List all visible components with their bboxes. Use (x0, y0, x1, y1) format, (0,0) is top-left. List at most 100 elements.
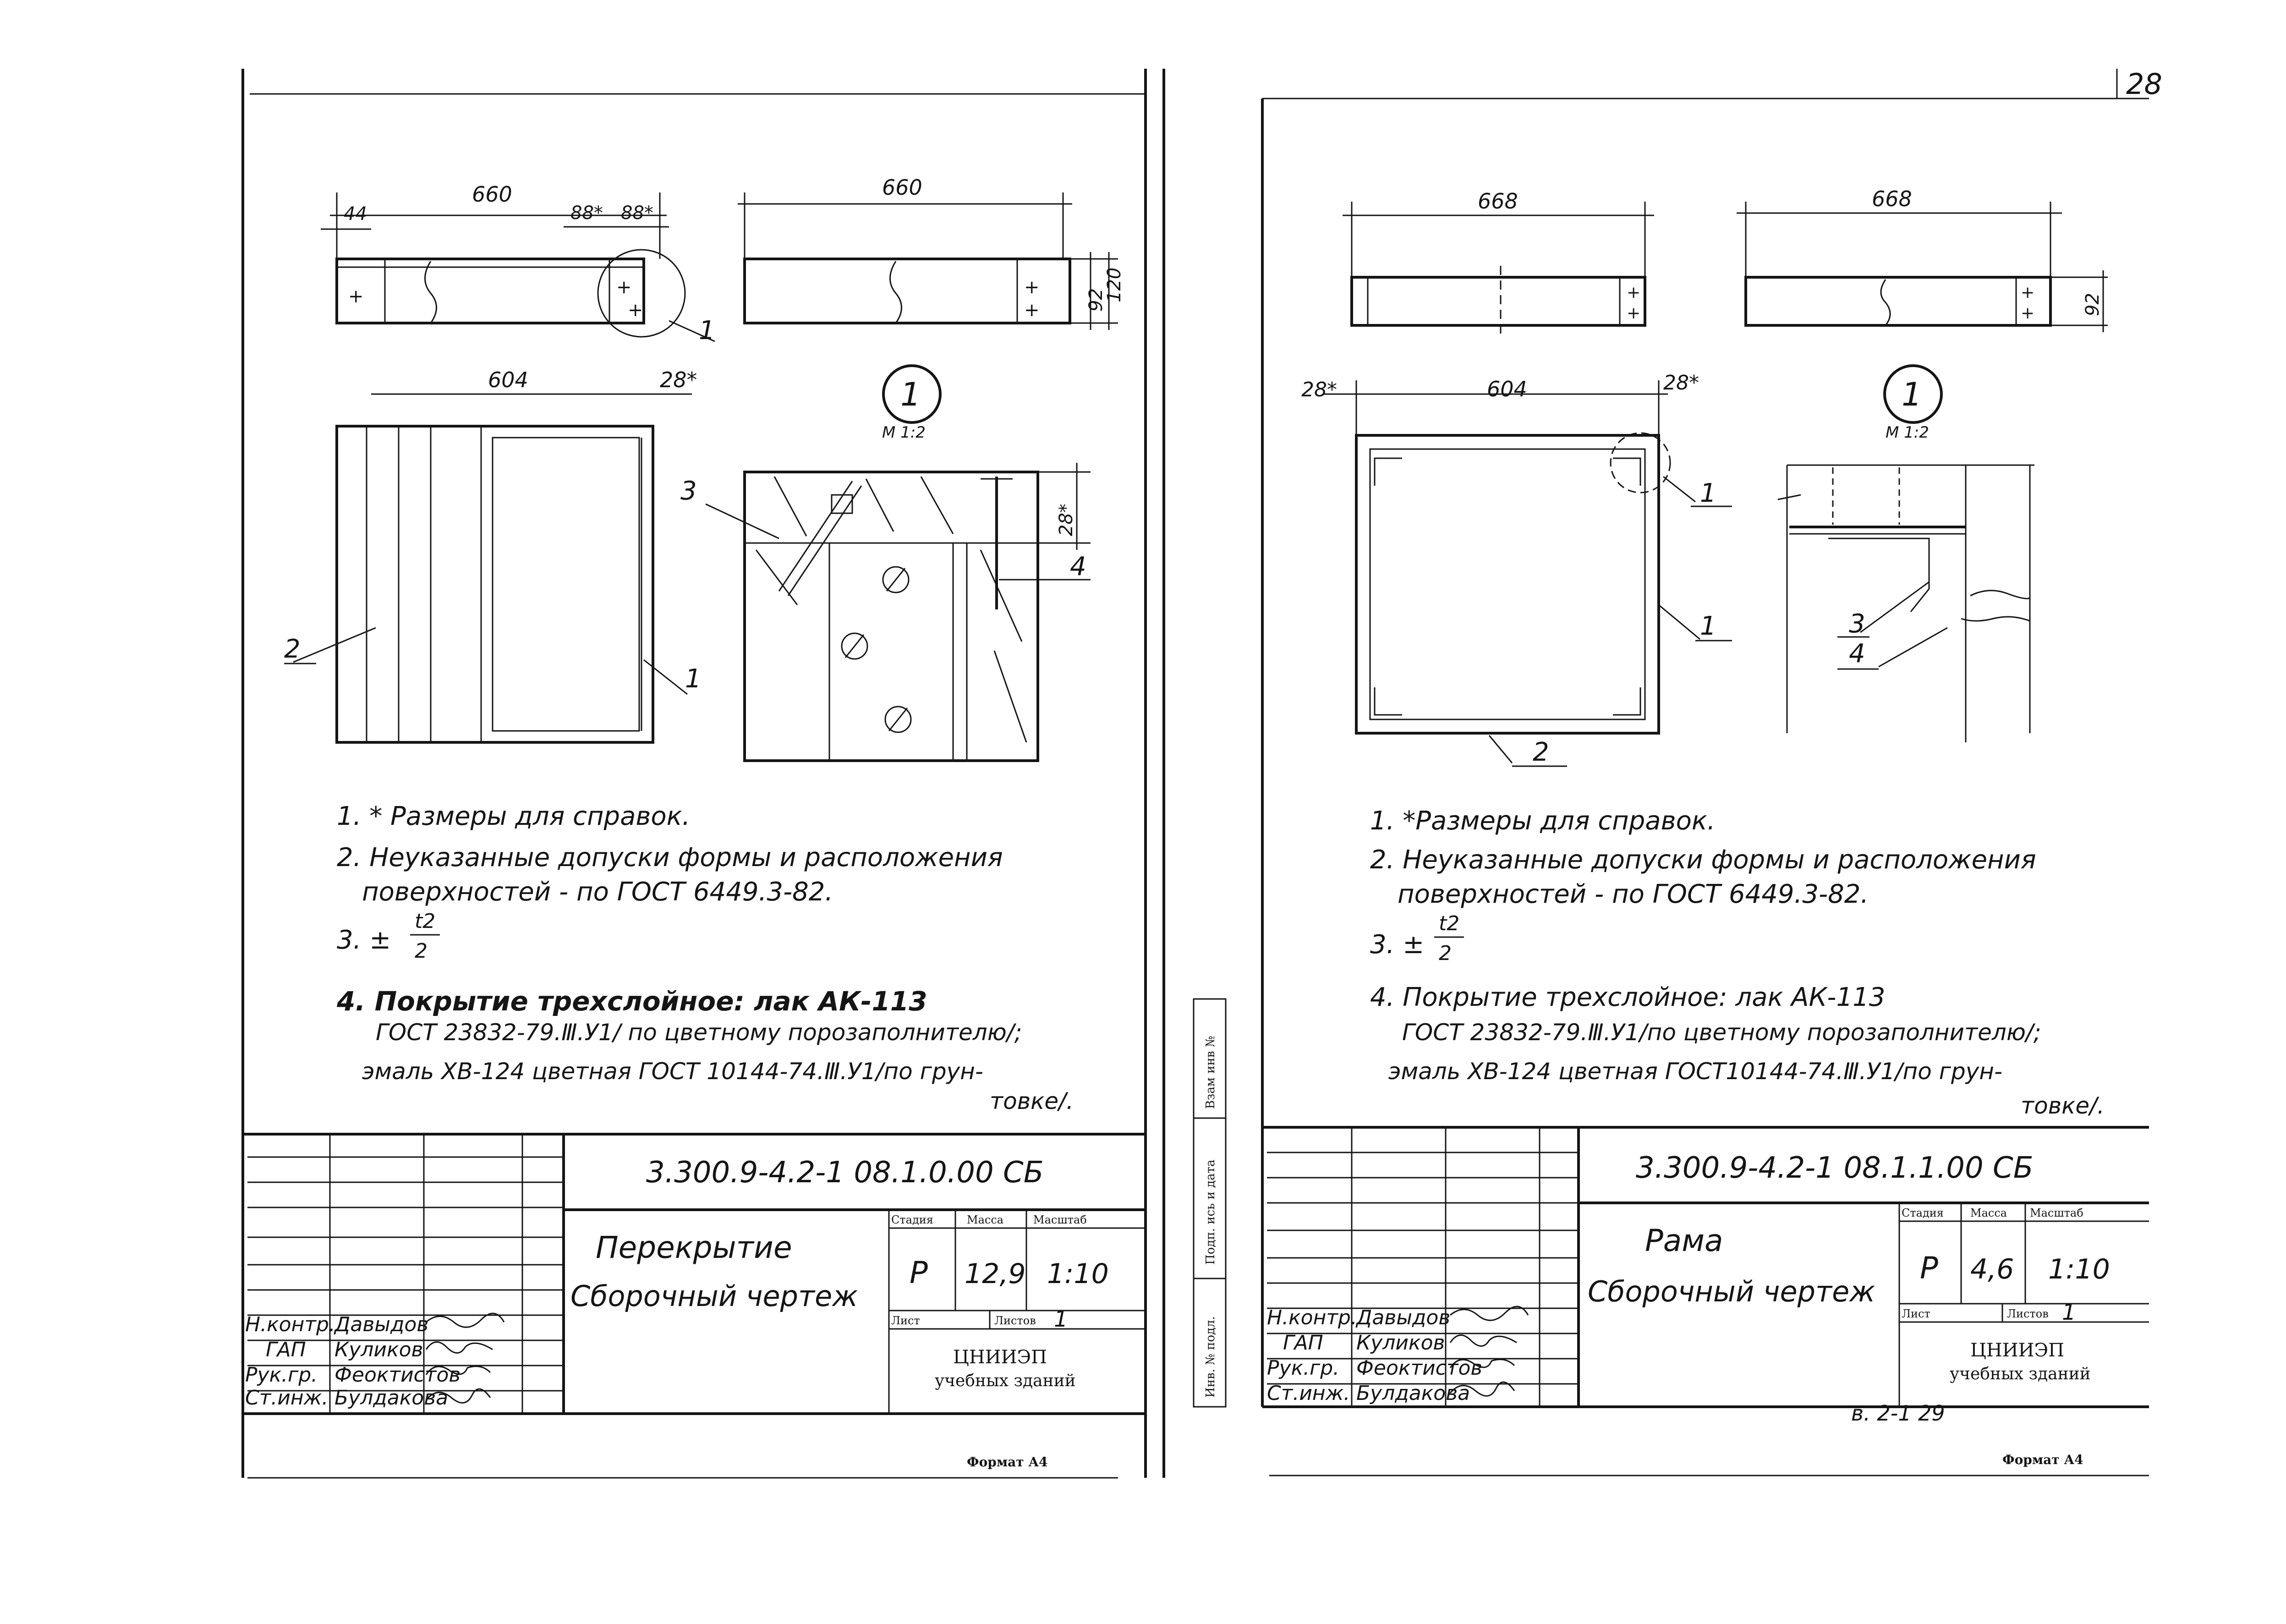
note-3-denominator: 2 (415, 939, 428, 963)
signature (1449, 1334, 1517, 1347)
role-rukgr: Рук.гр. (245, 1363, 318, 1387)
leader-3: 3 (1849, 609, 1865, 639)
left-notes: 1. * Размеры для справок. 2. Неуказанные… (336, 801, 1074, 1114)
signature (1450, 1306, 1529, 1321)
note-4: 4. Покрытие трехслойное: лак АК-113 (336, 986, 927, 1017)
dim-604: 604 (1487, 377, 1527, 401)
sheets-label: Листов (2007, 1307, 2049, 1320)
right-end-view: + + 668 92 (1737, 187, 2108, 332)
signature (1449, 1359, 1515, 1368)
name-2: Куликов (334, 1338, 423, 1361)
role-gap: ГАП (266, 1338, 306, 1361)
note-3-numerator: t2 (415, 910, 435, 933)
leader-2: 2 (284, 634, 301, 664)
screw-mark: + (1627, 283, 1640, 302)
screw-mark: + (2021, 304, 2034, 323)
note-3-denominator: 2 (1439, 942, 1452, 965)
screw-mark: + (628, 300, 643, 321)
hdr-scale: Масштаб (1033, 1213, 1087, 1226)
dim-88a: 88* (570, 203, 603, 224)
note-4-line4: товке/. (2021, 1092, 2105, 1119)
stage-value: Р (1920, 1251, 1938, 1286)
signature (425, 1341, 493, 1354)
dim-44: 44 (344, 203, 367, 225)
detail-number: 1 (900, 376, 921, 413)
note-4-line3: эмаль ХВ-124 цветная ГОСТ 10144-74.Ⅲ.У1/… (362, 1058, 983, 1085)
note-2: 2. Неуказанные допуски формы и расположе… (1370, 845, 2036, 875)
right-plan-view: 28* 604 28* 1 1 2 (1301, 371, 1732, 767)
right-notes: 1. *Размеры для справок. 2. Неуказанные … (1370, 806, 2105, 1119)
role-stinzh: Ст.инж. (245, 1386, 328, 1410)
note-4-line3: эмаль ХВ-124 цветная ГОСТ10144-74.Ⅲ.У1/п… (1388, 1058, 2002, 1085)
drawing-title: Рама (1645, 1223, 1723, 1258)
note-4-line4: товке/. (990, 1088, 1074, 1114)
role-nkontr: Н.контр. (1267, 1306, 1357, 1329)
role-rukgr: Рук.гр. (1267, 1356, 1339, 1380)
bottom-ref: в. 2-1 29 (1851, 1401, 1945, 1426)
right-sheet: + + 668 + + 668 92 (1262, 187, 2149, 1467)
dim-120: 120 (1104, 268, 1125, 302)
detail-circle (1610, 432, 1671, 494)
name-1: Давыдов (334, 1313, 428, 1336)
detail-scale: М 1:2 (1886, 423, 1929, 442)
side-stamp: Взам инв № Подп. ись и дата Инв. № подл. (1193, 998, 1227, 1408)
note-2: 2. Неуказанные допуски формы и расположе… (337, 843, 1003, 872)
detail-number: 1 (1902, 376, 1922, 413)
leader-1-detail: 1 (1700, 478, 1716, 508)
leader-4: 4 (1070, 552, 1086, 582)
right-detail-drawing: 3 4 (1777, 464, 2034, 742)
name-4: Булдакова (334, 1386, 448, 1410)
role-gap: ГАП (1283, 1331, 1323, 1355)
dim-28: 28* (660, 368, 697, 392)
hdr-stage: Стадия (1902, 1207, 1944, 1219)
sheets-value: 1 (1054, 1306, 1068, 1332)
hdr-mass: Масса (1970, 1207, 2007, 1219)
note-4-line2: ГОСТ 23832-79.Ⅲ.У1/ по цветному порозапо… (376, 1019, 1022, 1046)
leader-2: 2 (1533, 737, 1549, 767)
detail-circle (597, 249, 686, 338)
hdr-mass: Масса (967, 1213, 1003, 1226)
note-1: 1. * Размеры для справок. (337, 801, 690, 831)
signature (425, 1366, 491, 1375)
drawing-title: Перекрытие (596, 1230, 792, 1265)
sheets-label: Листов (994, 1314, 1036, 1327)
org-subname: учебных зданий (935, 1372, 1076, 1390)
left-sheet: + + + 660 44 88* 88* 1 + + (243, 175, 1146, 1470)
left-detail-callout: 1 М 1:2 (882, 364, 942, 442)
dim-88b: 88* (621, 203, 653, 224)
role-stinzh: Ст.инж. (1267, 1382, 1350, 1405)
dim-660-b: 660 (882, 175, 922, 200)
dim-604: 604 (488, 368, 528, 392)
signature (1449, 1381, 1515, 1397)
drawing-subtitle: Сборочный чертеж (570, 1279, 858, 1313)
dim-660: 660 (472, 182, 512, 207)
left-side-view: + + + 660 44 88* 88* 1 (321, 182, 715, 346)
signature (426, 1312, 505, 1328)
dim-28b: 28* (1663, 371, 1699, 395)
note-3: 3. ± (337, 925, 391, 955)
right-side-view: + + 668 (1343, 189, 1654, 335)
right-title-block: 3.300.9-4.2-1 08.1.1.00 СБ Рама Сборочны… (1262, 1126, 2149, 1467)
side-stamp-inv: Инв. № подл. (1204, 1316, 1217, 1398)
dim-28a: 28* (1301, 378, 1337, 401)
left-title-block: 3.300.9-4.2-1 08.1.0.00 СБ Перекрытие Сб… (243, 1133, 1146, 1470)
leader-3: 3 (680, 476, 697, 506)
name-2: Куликов (1356, 1331, 1445, 1355)
side-stamp-vzam: Взам инв № (1204, 1036, 1217, 1109)
scale-value: 1:10 (1047, 1258, 1109, 1290)
right-detail-callout: 1 М 1:2 (1883, 364, 1943, 442)
screw-mark: + (1024, 277, 1040, 298)
role-nkontr: Н.контр. (245, 1313, 335, 1336)
dim-28-vertical: 28* (1056, 504, 1077, 536)
detail-scale: М 1:2 (882, 423, 926, 442)
name-1: Давыдов (1355, 1306, 1450, 1329)
sheets-value: 1 (2062, 1300, 2076, 1325)
org-subname: учебных зданий (1950, 1365, 2091, 1383)
note-3-numerator: t2 (1439, 912, 1459, 935)
leader-4: 4 (1849, 639, 1865, 669)
leader-1-top: 1 (699, 316, 715, 346)
drawing-code: 3.300.9-4.2-1 08.1.0.00 СБ (646, 1156, 1044, 1190)
signature (425, 1388, 491, 1404)
sheet-frames (241, 69, 2149, 1479)
screw-mark: + (348, 286, 364, 307)
